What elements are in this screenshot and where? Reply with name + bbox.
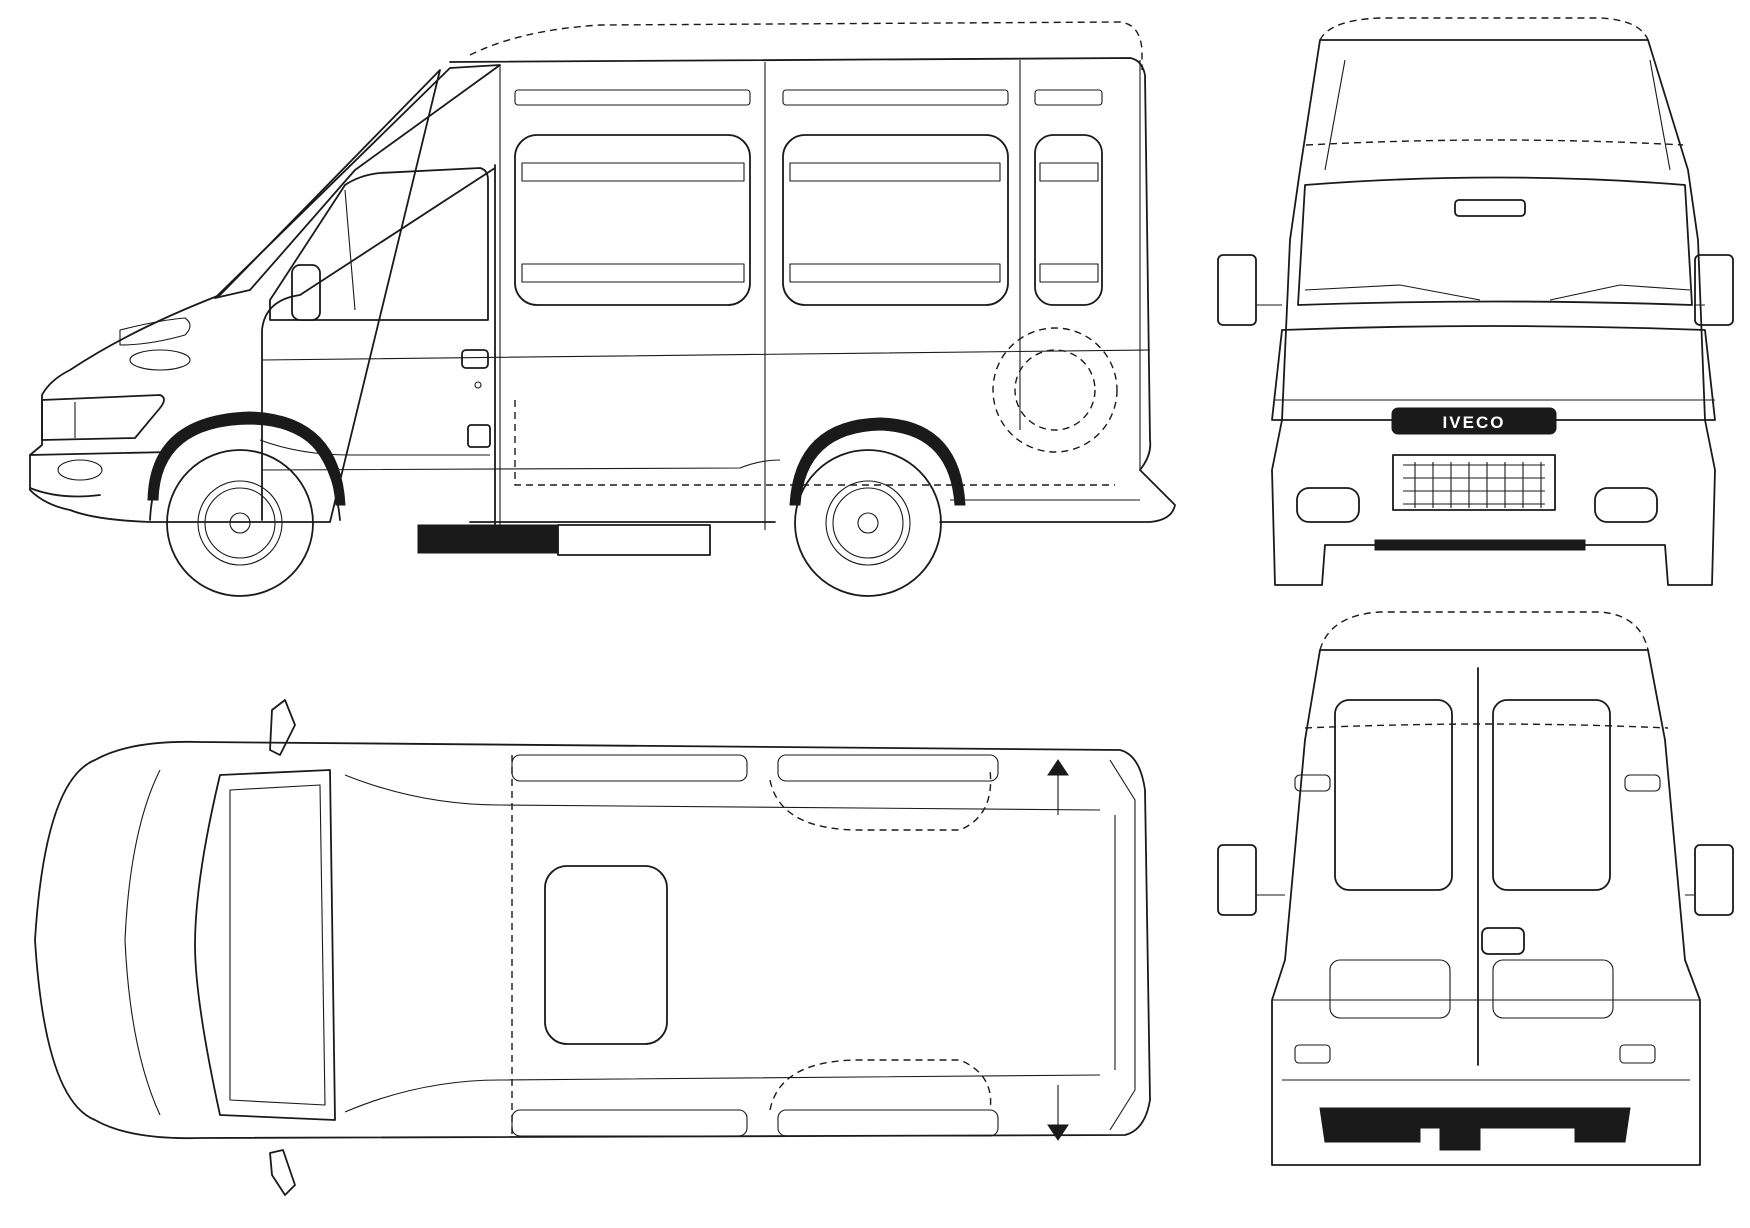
rear-mirror-right (1694, 844, 1734, 916)
side-windshield (214, 64, 501, 299)
rear-handle (1481, 927, 1525, 955)
front-roof-outline (1319, 17, 1649, 41)
front-mirror-right (1694, 254, 1734, 326)
rear-door-panel-right (1492, 959, 1614, 1019)
sliding-door-outline (514, 400, 1115, 486)
rear-roof-outline (1319, 611, 1649, 651)
top-rail-4 (777, 1109, 999, 1137)
top-rail-3 (511, 1109, 748, 1137)
top-mirror-left (269, 699, 296, 756)
rearview-mirror (1454, 199, 1526, 217)
fog-light (57, 459, 103, 481)
fog-light-left (1296, 487, 1360, 523)
roof-rail-2 (782, 89, 1009, 106)
roof-vent (544, 865, 668, 1045)
front-wheel (166, 449, 314, 597)
sliding-door-arrows (1047, 759, 1069, 1141)
side-window-2 (782, 134, 1009, 306)
top-windshield (194, 769, 336, 1121)
rear-light-right (1619, 1044, 1656, 1064)
body-outline (29, 57, 1176, 523)
step (467, 424, 491, 448)
cab-door-handle (461, 349, 489, 369)
rear-door-panel-left (1329, 959, 1451, 1019)
fuel-filler (992, 327, 1118, 453)
rear-window-right (1492, 699, 1611, 891)
top-rail-1 (511, 754, 748, 782)
rear-view (1217, 611, 1734, 1166)
top-mirror-right (269, 1149, 296, 1196)
rear-underbody (1319, 1107, 1631, 1151)
badge-label: IVECO (1443, 413, 1506, 432)
cab-door-window (269, 167, 489, 321)
roof-rail-3 (1034, 89, 1103, 106)
headlight (41, 394, 165, 441)
indicator (129, 349, 191, 371)
front-underbody (1374, 539, 1586, 551)
side-mirror (291, 264, 321, 321)
front-grille-frame (1271, 325, 1716, 421)
fuel-tank (417, 524, 559, 554)
side-view (29, 21, 1176, 597)
front-mirror-left (1217, 254, 1257, 326)
rear-light-left (1294, 1044, 1331, 1064)
lower-grille (1392, 454, 1556, 511)
top-body-outline (34, 740, 1151, 1140)
side-window-1 (514, 134, 751, 306)
top-rail-2 (777, 754, 999, 782)
front-view: IVECO (1217, 17, 1734, 586)
rear-reflector-right (1624, 774, 1661, 792)
top-view (34, 699, 1151, 1196)
rear-window-left (1334, 699, 1453, 891)
front-body-outline (1271, 39, 1716, 586)
rear-mirror-left (1217, 844, 1257, 916)
side-window-3 (1034, 134, 1103, 306)
front-windshield (1297, 176, 1693, 306)
rear-body-outline (1271, 649, 1701, 1166)
roof-rail-1 (514, 89, 751, 106)
iveco-badge (1391, 407, 1557, 435)
rear-reflector-left (1294, 774, 1331, 792)
high-roof-outline (469, 21, 1143, 70)
fog-light-right (1594, 487, 1658, 523)
rear-wheel (794, 449, 942, 597)
front-bumper (29, 451, 171, 498)
